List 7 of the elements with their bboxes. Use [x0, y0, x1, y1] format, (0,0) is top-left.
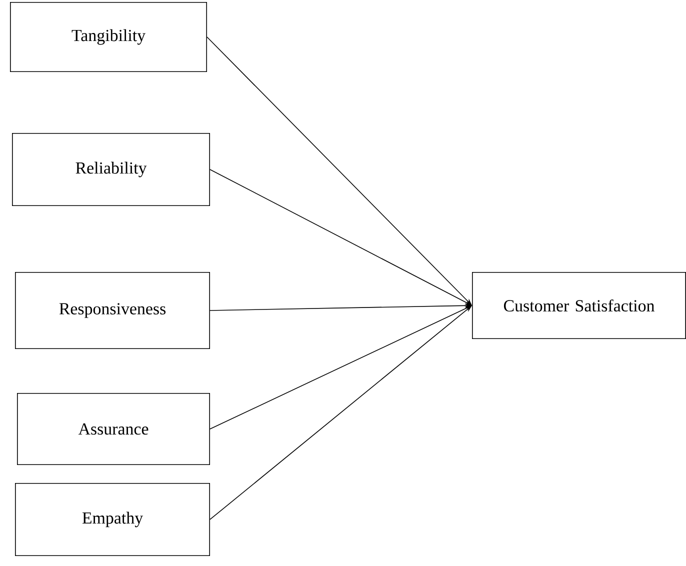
- factor-box: Reliability: [12, 133, 210, 206]
- factor-box: Assurance: [17, 393, 210, 465]
- factor-box: Responsiveness: [15, 272, 210, 349]
- factor-box: Tangibility: [10, 2, 208, 72]
- arrow: [206, 36, 472, 306]
- factor-box: Customer Satisfaction: [472, 272, 686, 339]
- factor-box: Empathy: [15, 483, 210, 556]
